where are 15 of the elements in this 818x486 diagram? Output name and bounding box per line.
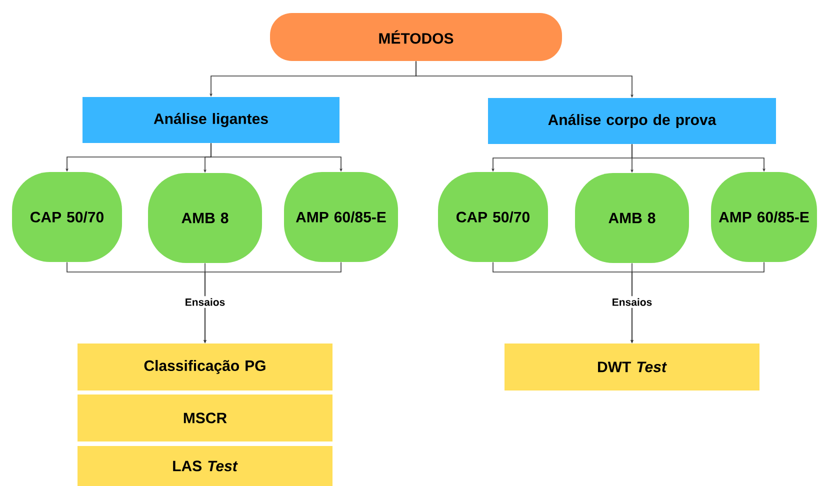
category-box: Análise ligantes bbox=[82, 97, 340, 143]
material-node: AMP 60/85-E bbox=[711, 172, 817, 262]
title-pill: MÉTODOS bbox=[270, 13, 562, 61]
material-node: AMB 8 bbox=[148, 173, 262, 263]
material-node: CAP 50/70 bbox=[438, 172, 548, 262]
material-node: AMB 8 bbox=[575, 173, 689, 263]
material-node: CAP 50/70 bbox=[12, 172, 122, 262]
test-box: MSCR bbox=[78, 394, 332, 442]
test-box: Classificação PG bbox=[78, 344, 332, 390]
category-box: Análise corpo de prova bbox=[488, 98, 776, 144]
edge-label: Ensaios bbox=[610, 296, 654, 308]
test-box: LAS Test bbox=[78, 446, 332, 486]
edge-label: Ensaios bbox=[182, 296, 228, 308]
test-box: DWT Test bbox=[504, 344, 760, 390]
material-node: AMP 60/85-E bbox=[284, 172, 398, 262]
